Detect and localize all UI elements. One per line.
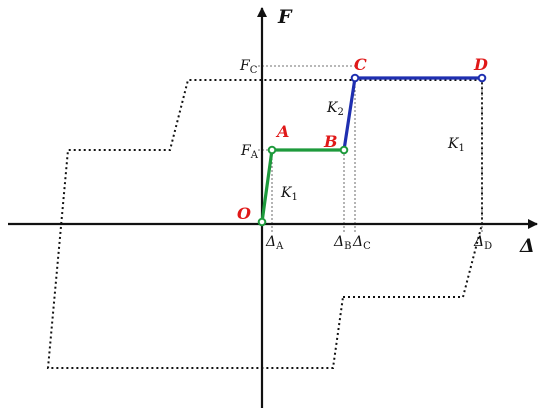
stiffness-mark-k2: K2: [326, 100, 344, 118]
guide-lines: [258, 65, 483, 234]
stiffness-mark-k1-right: K1: [447, 136, 465, 154]
stiffness-mark-k1-left-symbol: K: [280, 185, 293, 201]
green-path-o-a-b: [260, 148, 344, 223]
force-mark-fa-subscript: A: [250, 150, 259, 161]
displacement-mark-b-symbol: Δ: [333, 234, 344, 250]
force-mark-fc: FC: [239, 58, 258, 76]
displacement-mark-b-subscript: B: [344, 241, 351, 252]
point-d-label: D: [473, 55, 488, 74]
force-mark-fc-symbol: F: [239, 58, 251, 74]
displacement-mark-d-subscript: D: [484, 241, 492, 252]
point-c-label: C: [354, 55, 367, 74]
point-b-marker: [339, 145, 349, 155]
force-mark-fc-subscript: C: [250, 65, 258, 76]
displacement-mark-a-symbol: Δ: [265, 234, 276, 250]
force-mark-fa: FA: [240, 143, 259, 161]
stiffness-mark-k1-right-subscript: 1: [458, 143, 464, 154]
stiffness-mark-k1-left-subscript: 1: [291, 192, 297, 203]
x-axis-label: Δ: [519, 235, 535, 257]
stiffness-mark-k2-symbol: K: [326, 100, 339, 116]
displacement-mark-c: ΔC: [352, 234, 371, 252]
blue-path-b-c-d: [342, 76, 482, 151]
point-a-label: A: [275, 122, 289, 141]
force-mark-fa-symbol: F: [240, 143, 252, 159]
stiffness-mark-k1-left: K1: [280, 185, 298, 203]
point-c-marker: [350, 73, 360, 83]
point-o-label: O: [237, 204, 251, 223]
displacement-mark-c-subscript: C: [363, 241, 371, 252]
displacement-mark-d: ΔD: [473, 234, 492, 252]
displacement-mark-a: ΔA: [265, 234, 284, 252]
point-o-marker: [257, 217, 267, 227]
point-b-label: B: [323, 132, 338, 151]
stiffness-mark-k1-right-symbol: K: [447, 136, 460, 152]
displacement-mark-d-symbol: Δ: [473, 234, 484, 250]
point-a-marker: [267, 145, 277, 155]
point-d-marker: [477, 73, 487, 83]
y-axis-label: F: [277, 6, 293, 28]
displacement-mark-a-subscript: A: [275, 241, 284, 252]
displacement-mark-c-symbol: Δ: [352, 234, 363, 250]
displacement-mark-b: ΔB: [333, 234, 351, 252]
stiffness-mark-k2-subscript: 2: [337, 107, 343, 118]
